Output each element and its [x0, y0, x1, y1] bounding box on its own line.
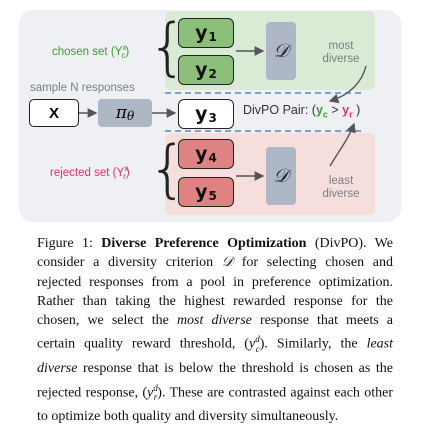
caption-yr-sub: r [153, 391, 158, 402]
caption-t3: response that meets a certain quality re… [37, 313, 393, 353]
chosen-label-sub: c [121, 51, 126, 61]
caption-yr: y [147, 385, 154, 401]
pair-rejected-y: y [342, 103, 350, 117]
pair-suffix: ) [352, 103, 361, 117]
pair-chosen: yc [315, 103, 328, 120]
response-y3-main: y [195, 103, 208, 125]
policy-symbol: π [115, 103, 127, 123]
chosen-label-sup: x [122, 43, 127, 52]
response-y2-sub: 2 [208, 67, 217, 81]
caption-least: least diverse [37, 337, 394, 377]
caption-yc-sub: c [255, 343, 260, 354]
caption-d-symbol: 𝒟 [221, 255, 234, 271]
chosen-set-label: chosen set (Yxc) [52, 43, 130, 61]
caption-most: most diverse [176, 313, 252, 329]
caption-title: Diverse Preference Optimization [101, 236, 307, 251]
pair-gt: > [327, 103, 343, 117]
arrows-layer [79, 46, 367, 181]
caption-prefix: Figure 1: [37, 236, 102, 251]
response-y4-sub: 4 [208, 151, 217, 165]
response-y1-sub: 1 [208, 30, 217, 44]
response-y4-main: y [195, 143, 208, 165]
response-y5-sub: 5 [208, 189, 217, 203]
most-diverse-line2: diverse [322, 53, 360, 65]
pair-chosen-sub: c [322, 109, 328, 120]
figure-caption: Figure 1: Diverse Preference Optimizatio… [37, 234, 393, 427]
criterion-box-bottom: 𝒟 [266, 147, 296, 205]
caption-t5: response that is below the threshold is … [37, 361, 393, 401]
chosen-label-text: chosen set (Y [52, 45, 123, 58]
least-diverse-line2: diverse [322, 188, 360, 200]
response-y2-main: y [195, 59, 208, 81]
arrow-least-to-rejected [329, 122, 356, 167]
response-y5-main: y [195, 181, 208, 203]
pair-chosen-y: y [315, 103, 323, 117]
caption-yc-sup: d [255, 334, 260, 345]
sample-label: sample N responses [30, 82, 135, 94]
response-y3-sub: 3 [208, 111, 217, 125]
rejected-label-text: rejected set (Y [50, 166, 125, 179]
caption-t2: for selecting chosen and rejected respon… [37, 255, 393, 329]
caption-yr-sup: d [153, 382, 158, 393]
arrow-most-to-chosen [328, 65, 367, 104]
most-diverse-line1: most [328, 40, 354, 52]
criterion-box-top: 𝒟 [266, 22, 296, 80]
policy-sub: θ [126, 109, 135, 123]
caption-yc: y [248, 337, 256, 353]
caption-t1: (DivPO). We consider a diversity criteri… [37, 236, 393, 271]
least-diverse-line1: least [328, 175, 354, 187]
response-y1-main: y [195, 22, 208, 44]
input-x-box: X [29, 99, 79, 127]
pair-rejected: yr [342, 103, 353, 120]
rejected-label-sub: r [123, 172, 126, 182]
caption-t4: ). Similarly, the [259, 337, 367, 353]
divpo-pair: DivPO Pair: (yc > yr ) [243, 103, 360, 120]
rejected-set-label: rejected set (Yxr) [50, 164, 130, 182]
pair-prefix: DivPO Pair: ( [243, 103, 316, 117]
rejected-label-sup: x [124, 164, 129, 173]
pair-rejected-sub: r [349, 109, 353, 120]
